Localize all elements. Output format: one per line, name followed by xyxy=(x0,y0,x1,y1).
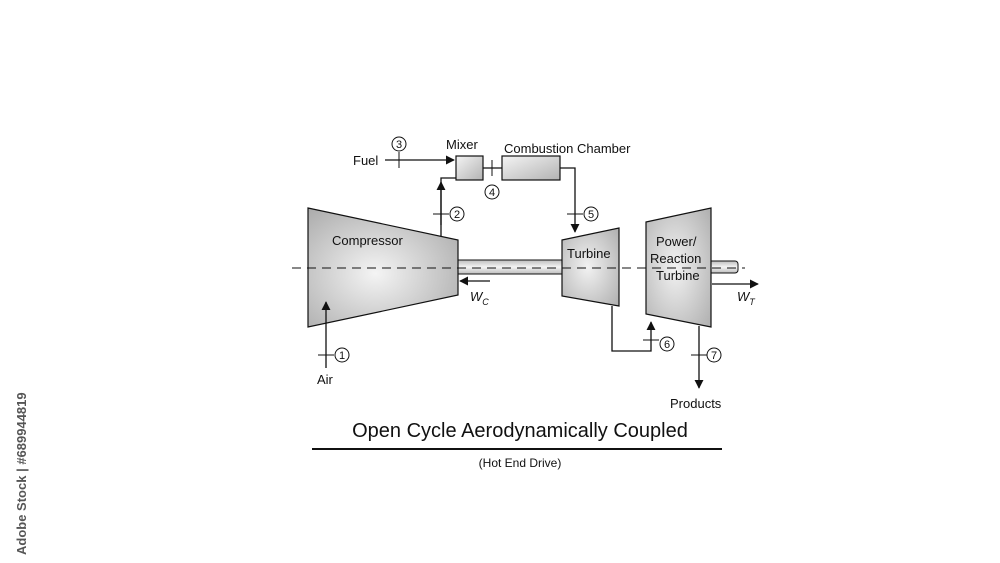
turbine-exhaust-line xyxy=(611,306,656,352)
mixer xyxy=(455,155,484,181)
station-6-number: 6 xyxy=(664,339,670,351)
power-turbine-label-2: Reaction xyxy=(650,251,701,266)
compressor-label: Compressor xyxy=(332,233,403,248)
station-4-number: 4 xyxy=(489,187,495,199)
compressed-air-line xyxy=(440,177,456,236)
mixer-label: Mixer xyxy=(446,137,478,152)
shaft-power-turbine xyxy=(707,260,739,274)
station-4-marker xyxy=(484,184,500,200)
shaft-compressor-turbine xyxy=(454,259,564,275)
station-1-number: 1 xyxy=(339,350,345,362)
turbine-work-label: WT xyxy=(737,289,756,307)
power-turbine-label-3: Turbine xyxy=(656,268,700,283)
station-6-marker xyxy=(659,336,675,352)
hot-gas-line xyxy=(560,167,580,233)
power-turbine-label-1: Power/ xyxy=(656,234,697,249)
station-2-marker xyxy=(449,206,465,222)
diagram-subtitle: (Hot End Drive) xyxy=(478,456,562,470)
products-label: Products xyxy=(670,396,722,411)
turbine xyxy=(561,227,620,307)
turbine-label: Turbine xyxy=(567,246,611,261)
station-3-number: 3 xyxy=(396,139,402,151)
compressor-work-label: WC xyxy=(470,289,489,307)
station-5-number: 5 xyxy=(588,209,594,221)
station-7-number: 7 xyxy=(711,350,717,362)
station-7-marker xyxy=(706,347,722,363)
title-underline xyxy=(312,448,722,450)
diagram-title: Open Cycle Aerodynamically Coupled xyxy=(352,420,688,442)
fuel-label: Fuel xyxy=(353,153,378,168)
station-3-marker xyxy=(391,136,407,152)
station-2-number: 2 xyxy=(454,209,460,221)
stock-watermark-text: Adobe Stock | #689944819 xyxy=(14,392,29,555)
station-1-marker xyxy=(334,347,350,363)
station-5-marker xyxy=(583,206,599,222)
combustion-chamber-label: Combustion Chamber xyxy=(504,141,631,156)
power-reaction-turbine xyxy=(645,207,712,328)
air-label: Air xyxy=(317,372,334,387)
stock-watermark: Adobe Stock | #689944819 xyxy=(14,392,29,555)
combustion-chamber xyxy=(501,155,561,181)
